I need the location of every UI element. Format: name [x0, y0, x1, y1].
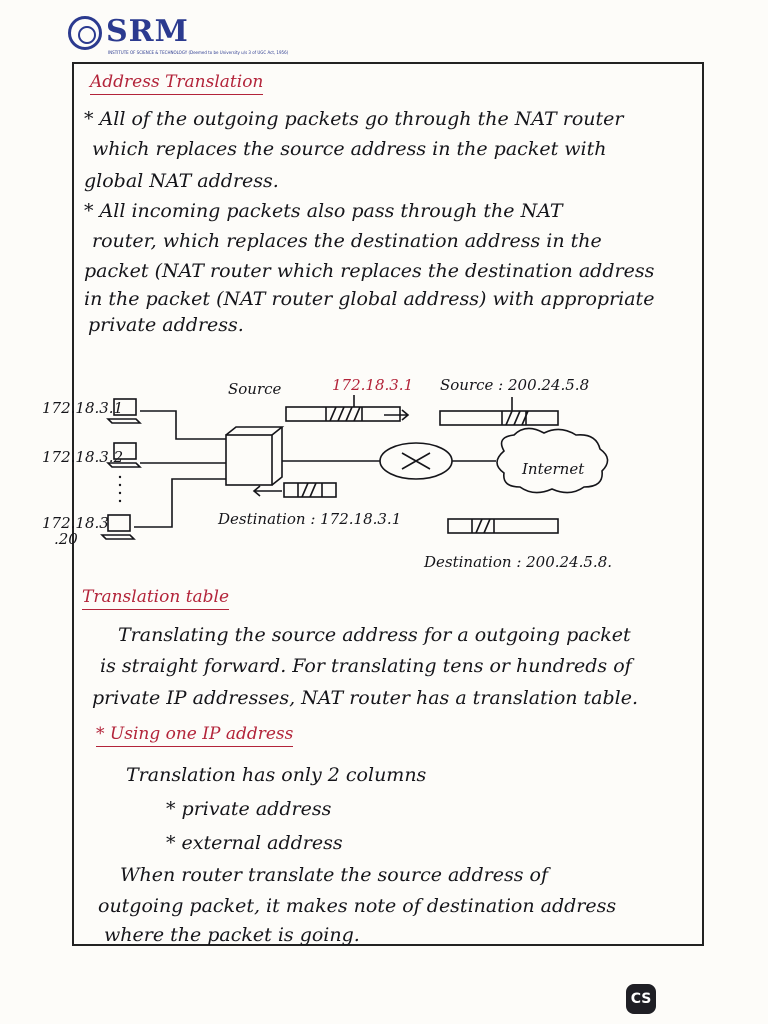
text-line: Translating the source address for a out…: [118, 624, 631, 646]
packet-icon: [447, 518, 559, 534]
text-line: Translation has only 2 columns: [126, 764, 427, 786]
text-line: * private address: [166, 798, 332, 820]
laptop-icon: [106, 398, 142, 424]
laptop-icon: [100, 514, 136, 540]
heading-using-one-ip: * Using one IP address: [96, 724, 294, 747]
internet-cloud-icon: [496, 427, 609, 494]
packet-icon: [439, 397, 559, 426]
logo-tagline: INSTITUTE OF SCIENCE & TECHNOLOGY (Deeme…: [108, 50, 289, 55]
text-line: When router translate the source address…: [120, 864, 548, 886]
srm-logo: SRM INSTITUTE OF SCIENCE & TECHNOLOGY (D…: [68, 14, 288, 58]
packet-icon: [285, 395, 401, 422]
text-line: where the packet is going.: [104, 924, 360, 946]
packet-icon: [283, 482, 337, 498]
logo-text: SRM: [106, 14, 189, 49]
text-line: is straight forward. For translating ten…: [100, 655, 632, 677]
text-line: * All incoming packets also pass through…: [84, 200, 563, 222]
host-ip-label: 172.18.3.2: [42, 448, 124, 466]
heading-address-translation: Address Translation: [90, 72, 264, 95]
left-arrow-icon: [252, 485, 282, 497]
destination-ip-global: Destination : 200.24.5.8.: [424, 553, 613, 571]
heading-translation-table: Translation table: [82, 587, 230, 610]
nat-network-diagram: [100, 395, 609, 540]
text-line: which replaces the source address in the…: [92, 138, 607, 160]
destination-ip-private: Destination : 172.18.3.1: [218, 510, 402, 528]
host-ip-label: .20: [54, 530, 78, 548]
text-line: private address.: [88, 314, 244, 336]
host-ip-label: 172.18.3.1: [42, 399, 124, 417]
text-line: global NAT address.: [84, 170, 279, 192]
switch-icon: [225, 426, 285, 486]
text-line: private IP addresses, NAT router has a t…: [92, 687, 639, 709]
srm-seal-icon: [68, 16, 102, 50]
page-frame: [72, 62, 704, 946]
nat-router-icon: [379, 442, 453, 480]
text-line: packet (NAT router which replaces the de…: [84, 260, 655, 282]
source-ip-global: Source : 200.24.5.8: [440, 376, 590, 394]
host-ip-label: 172.18.3: [42, 514, 109, 532]
text-line: * All of the outgoing packets go through…: [84, 108, 624, 130]
source-label: Source: [228, 380, 282, 398]
camscanner-badge: CS: [626, 984, 656, 1014]
source-ip-private: 172.18.3.1: [332, 376, 414, 394]
laptop-icon: [106, 442, 142, 468]
text-line: outgoing packet, it makes note of destin…: [98, 895, 617, 917]
right-arrow-icon: [384, 409, 410, 421]
text-line: router, which replaces the destination a…: [92, 230, 602, 252]
internet-label: Internet: [522, 460, 585, 478]
text-line: * external address: [166, 832, 343, 854]
text-line: in the packet (NAT router global address…: [84, 288, 655, 310]
